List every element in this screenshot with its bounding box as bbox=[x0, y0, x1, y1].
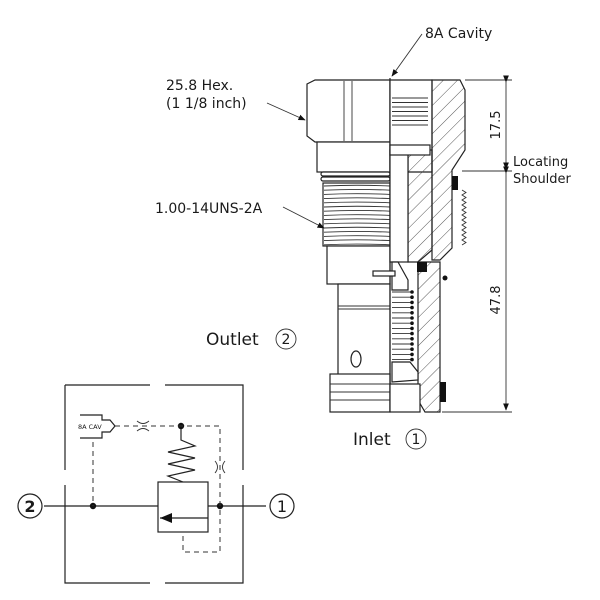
thread-line bbox=[323, 214, 391, 216]
cartridge-exterior bbox=[306, 79, 391, 413]
outlet-port-hole bbox=[350, 350, 362, 368]
spring-coil-section bbox=[410, 321, 414, 326]
spring-coil-section bbox=[410, 342, 414, 346]
thread-line bbox=[323, 222, 391, 225]
schematic-port-2 bbox=[17, 493, 43, 519]
spring-coil-section bbox=[410, 305, 414, 310]
spring-coil-section bbox=[410, 311, 414, 315]
external-thread-profile bbox=[461, 189, 467, 246]
thread-leader bbox=[282, 206, 325, 229]
schematic-port-2-number: 2 bbox=[24, 497, 35, 516]
spring-coil-section bbox=[410, 316, 414, 320]
thread-callout: 1.00-14UNS-2A bbox=[155, 201, 263, 217]
spring-coil-section bbox=[410, 295, 414, 300]
spring-coil-section bbox=[410, 331, 414, 336]
spring-coil-section bbox=[410, 337, 414, 341]
dimension-lower: 47.8 bbox=[489, 286, 504, 315]
hex-nut bbox=[306, 79, 391, 143]
thread-line bbox=[323, 226, 391, 229]
hex-callout-line2: (1 1/8 inch) bbox=[166, 96, 247, 112]
thread-line bbox=[323, 210, 391, 212]
cavity-callout: 8A Cavity bbox=[425, 26, 492, 42]
spring-symbol bbox=[165, 426, 197, 483]
housing-section-hatched bbox=[431, 79, 466, 261]
thread-line bbox=[323, 201, 391, 204]
spring-coil-section bbox=[410, 290, 414, 294]
thread-line bbox=[323, 235, 391, 237]
thread-line bbox=[323, 193, 391, 195]
cartridge-section bbox=[372, 78, 467, 413]
outlet-port-circle bbox=[275, 328, 297, 350]
hydraulic-schematic: 2 1 8A CAV bbox=[17, 384, 295, 584]
thread-line bbox=[323, 243, 391, 246]
thread-line bbox=[323, 218, 391, 221]
thread-line bbox=[323, 231, 391, 233]
spring-coil-section bbox=[410, 326, 414, 331]
inlet-label: Inlet bbox=[353, 430, 391, 450]
seal bbox=[417, 262, 427, 272]
spring-coil-section bbox=[410, 347, 414, 352]
inlet-port-number: 1 bbox=[412, 432, 421, 448]
locating-shoulder-label-2: Shoulder bbox=[513, 172, 572, 187]
cavity-symbol-label: 8A CAV bbox=[78, 423, 102, 431]
dimension-upper: 17.5 bbox=[489, 111, 504, 140]
outlet-label: Outlet bbox=[206, 330, 259, 350]
outlet-port-number: 2 bbox=[282, 332, 291, 348]
hex-leader bbox=[266, 102, 306, 121]
inlet-port-circle bbox=[405, 428, 427, 450]
thread-line bbox=[323, 184, 391, 187]
thread-line bbox=[323, 239, 391, 242]
hex-callout-line1: 25.8 Hex. bbox=[166, 78, 233, 94]
locating-shoulder-label-1: Locating bbox=[513, 155, 568, 170]
orifice-symbol bbox=[136, 420, 150, 432]
orifice-symbol bbox=[214, 460, 226, 474]
spring-coil-section bbox=[410, 357, 414, 362]
thread-line bbox=[323, 205, 391, 208]
cavity-leader bbox=[391, 33, 423, 77]
seal bbox=[440, 382, 446, 402]
spring-coil-section bbox=[410, 300, 414, 305]
valve-element bbox=[157, 481, 209, 533]
thread-line bbox=[323, 189, 391, 191]
seal bbox=[452, 176, 458, 190]
spring-coil-section bbox=[410, 352, 414, 357]
dimension-lines bbox=[442, 75, 512, 413]
cavity-symbol bbox=[80, 414, 116, 439]
schematic-port-1-number: 1 bbox=[277, 497, 287, 516]
thread-line bbox=[323, 197, 391, 200]
schematic-port-1 bbox=[269, 493, 295, 519]
